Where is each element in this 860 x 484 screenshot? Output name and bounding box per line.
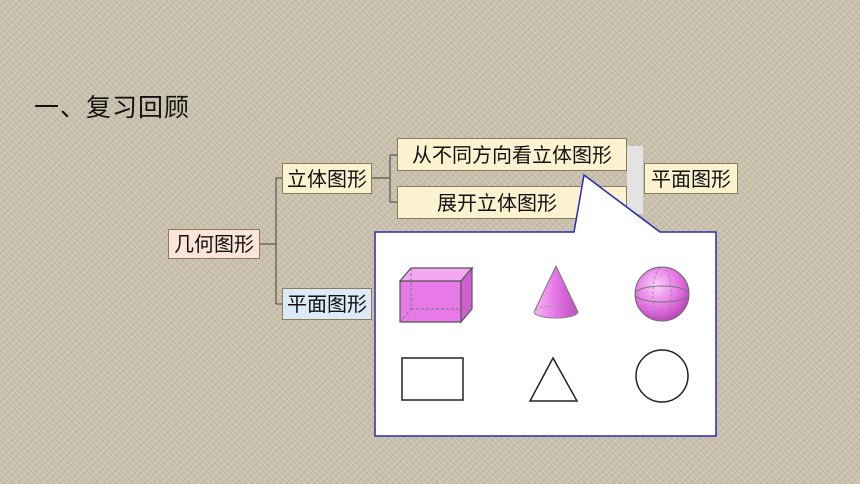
node-view-from-directions: 从不同方向看立体图形 xyxy=(397,138,627,171)
page-title: 一、复习回顾 xyxy=(34,93,191,122)
node-result-plane-figures: 平面图形 xyxy=(644,163,738,194)
node-plane-figures: 平面图形 xyxy=(282,288,372,320)
rectangle-icon xyxy=(401,357,464,401)
circle-icon xyxy=(635,349,689,403)
cone-icon xyxy=(533,264,579,319)
sphere-icon xyxy=(634,266,690,322)
node-geometric-figures: 几何图形 xyxy=(168,229,260,259)
cuboid-icon xyxy=(398,266,474,324)
merge-bracket xyxy=(627,146,643,214)
node-solid-figures: 立体图形 xyxy=(282,163,372,194)
triangle-icon xyxy=(528,356,579,402)
